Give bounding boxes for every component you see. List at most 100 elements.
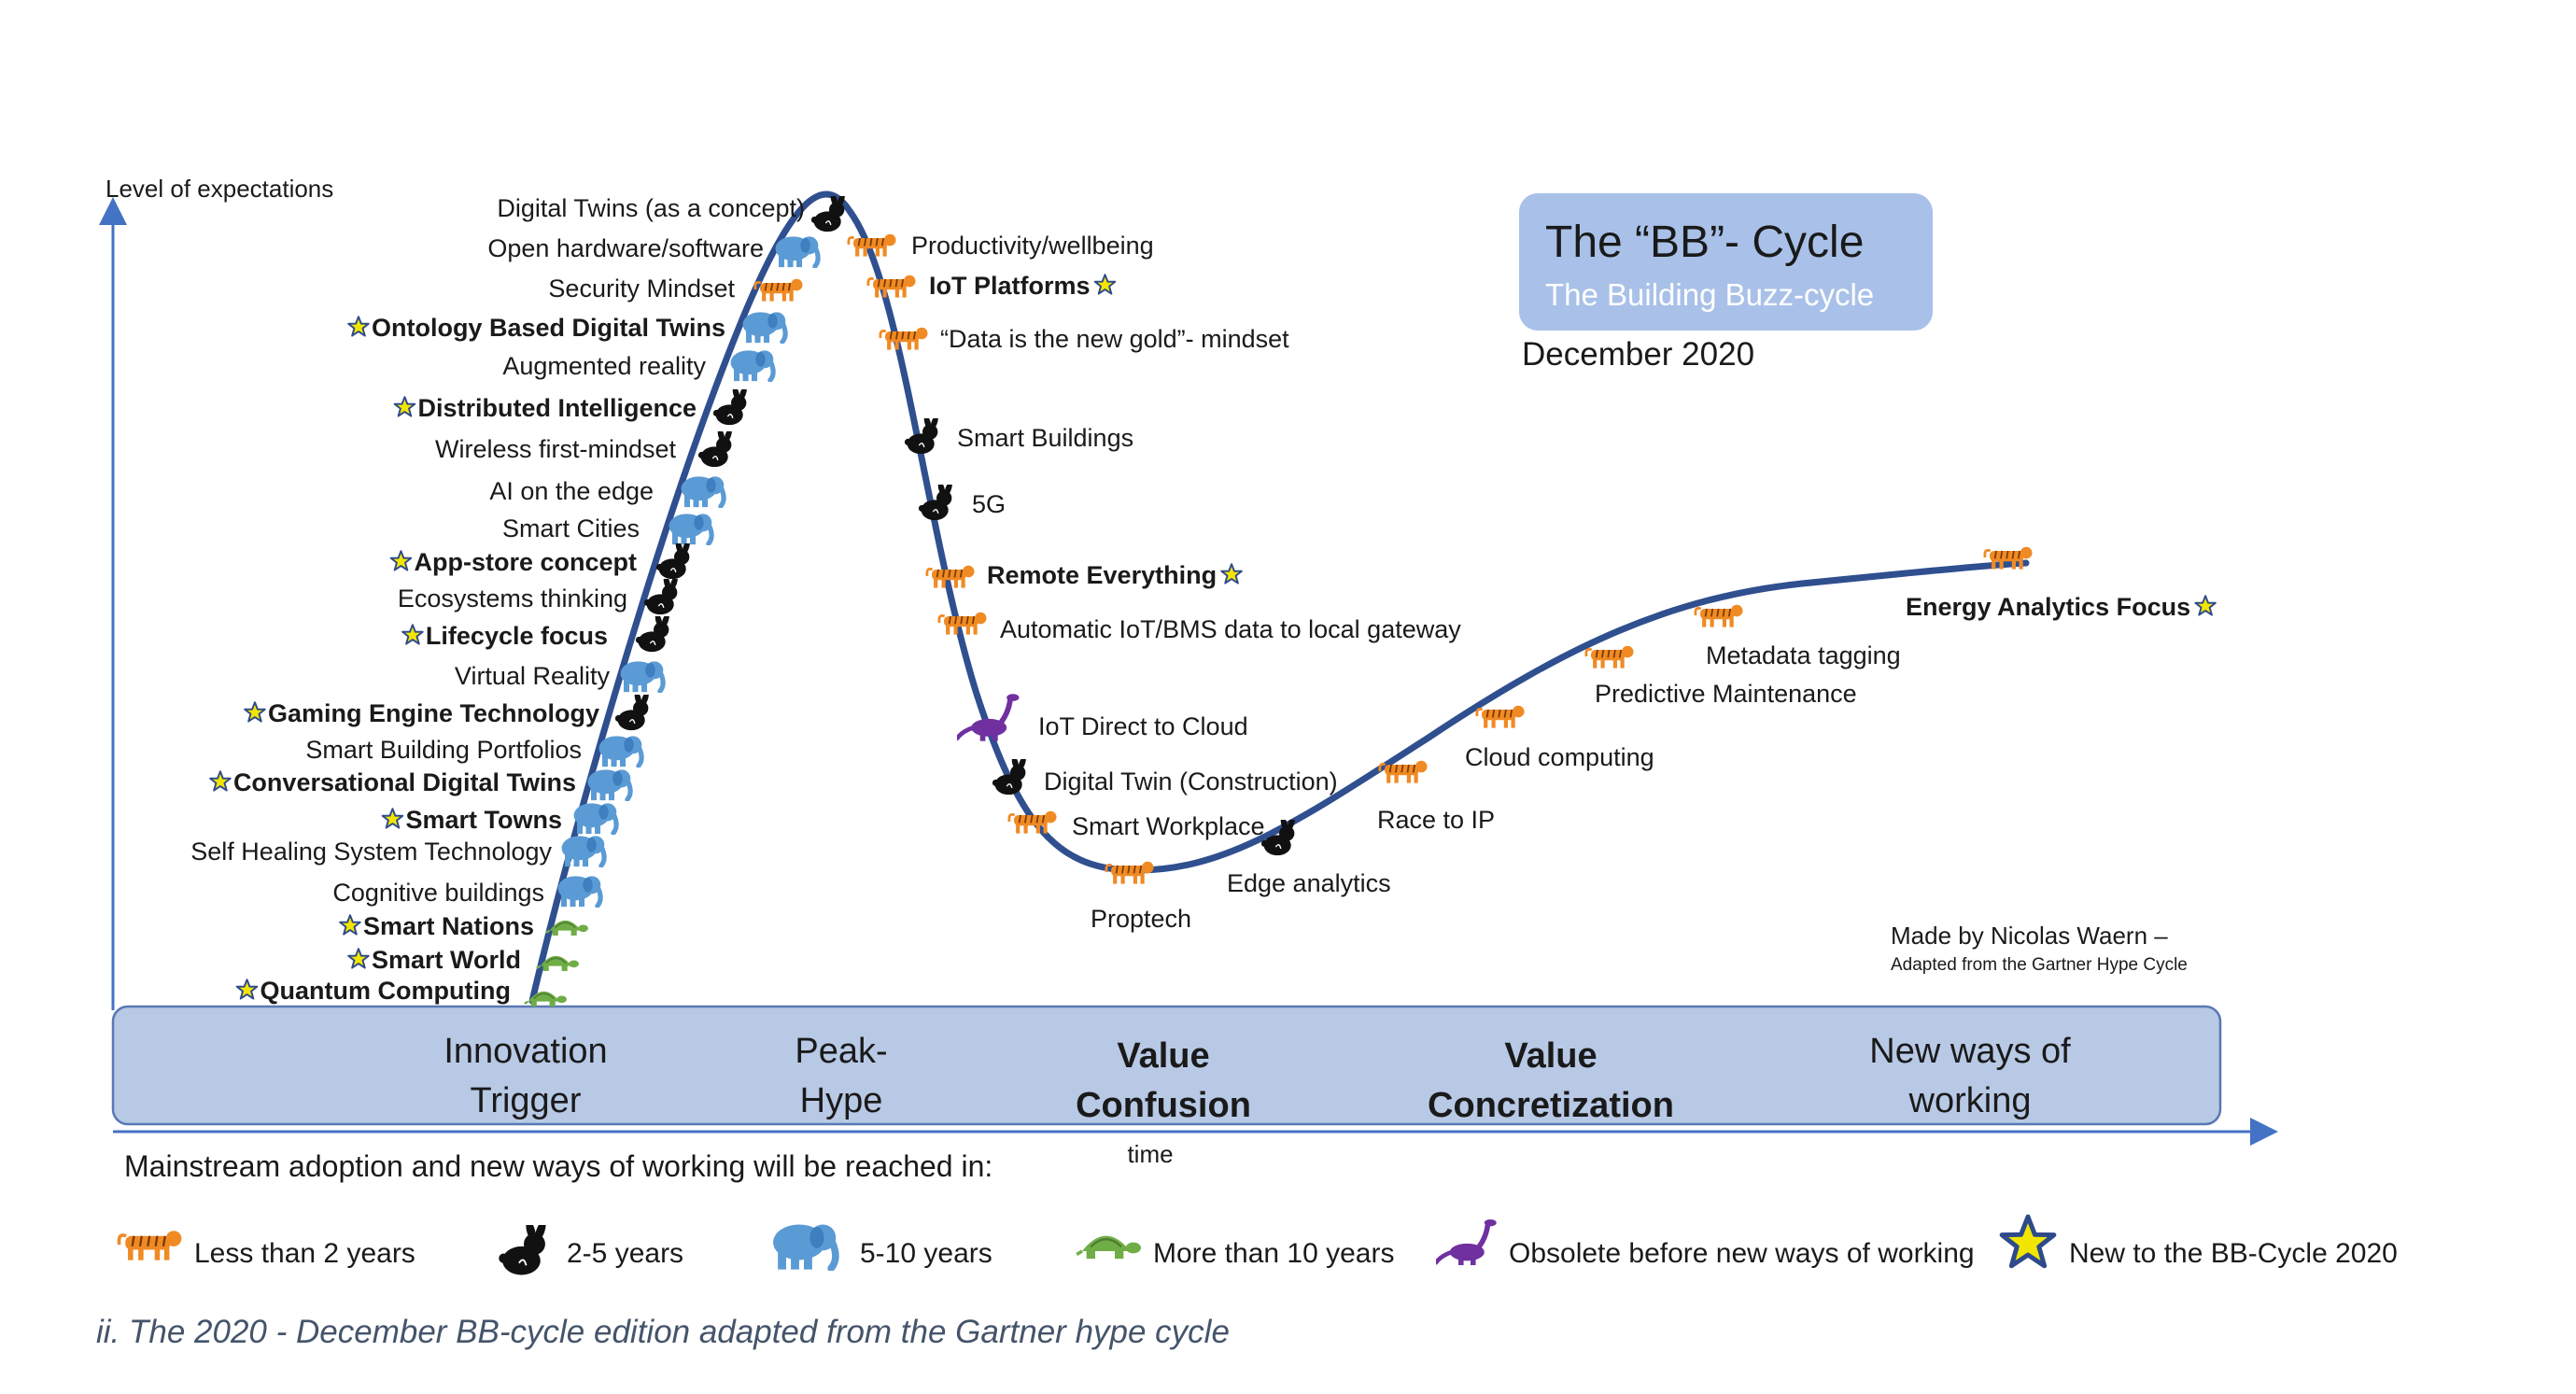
star-icon xyxy=(1093,274,1117,295)
star-icon xyxy=(381,808,404,829)
hype-item: Productivity/wellbeing xyxy=(847,232,1154,260)
hype-item: Smart Buildings xyxy=(904,418,1133,455)
legend-intro: Mainstream adoption and new ways of work… xyxy=(124,1149,992,1183)
rabbit-icon xyxy=(918,485,955,521)
rabbit-icon xyxy=(904,418,941,455)
rabbit-icon xyxy=(498,1225,549,1276)
elephant-icon xyxy=(776,236,819,267)
item-label: Proptech xyxy=(1091,905,1191,933)
legend-label: Obsolete before new ways of working xyxy=(1509,1238,1975,1269)
item-label: Security Mindset xyxy=(548,275,735,303)
hype-item: Virtual Reality xyxy=(455,661,663,692)
star-icon xyxy=(244,701,266,723)
legend-entry: New to the BB-Cycle 2020 xyxy=(2002,1217,2398,1269)
legend-label: More than 10 years xyxy=(1153,1238,1394,1269)
hype-item: Remote Everything xyxy=(925,561,1243,590)
star-icon xyxy=(393,396,416,417)
item-label: Remote Everything xyxy=(987,561,1217,589)
hype-item: “Data is the new gold”- mindset xyxy=(879,325,1289,353)
hype-item: Smart Towns xyxy=(381,803,617,834)
hype-item: Metadata tagging xyxy=(1694,603,1901,669)
hype-item: Smart Building Portfolios xyxy=(305,736,641,767)
elephant-icon xyxy=(682,476,725,507)
dinosaur-icon xyxy=(957,694,1020,740)
hype-item: Quantum Computing xyxy=(235,977,567,1008)
dinosaur-icon xyxy=(1436,1219,1497,1265)
star-icon xyxy=(389,550,413,571)
item-label: Lifecycle focus xyxy=(426,622,608,650)
rabbit-icon xyxy=(712,389,750,426)
chart-title: The “BB”- Cycle xyxy=(1545,218,1864,267)
item-label: IoT Direct to Cloud xyxy=(1038,712,1248,740)
hype-item: Open hardware/software xyxy=(487,234,818,267)
hype-item: Augmented reality xyxy=(502,350,773,381)
tiger-icon xyxy=(1105,860,1155,886)
item-label: Productivity/wellbeing xyxy=(911,232,1154,260)
legend-label: New to the BB-Cycle 2020 xyxy=(2069,1238,2398,1269)
item-label: Cloud computing xyxy=(1465,743,1654,771)
tiger-icon xyxy=(1694,603,1744,629)
elephant-icon xyxy=(669,514,712,544)
item-label: Smart Building Portfolios xyxy=(305,736,582,764)
tiger-icon xyxy=(753,277,804,303)
hype-item: Race to IP xyxy=(1377,759,1495,834)
star-icon xyxy=(347,316,370,337)
elephant-icon xyxy=(574,803,617,834)
tiger-icon xyxy=(879,326,929,352)
hype-item: Ontology Based Digital Twins xyxy=(347,312,786,343)
rabbit-icon xyxy=(697,431,735,468)
item-label: Metadata tagging xyxy=(1706,641,1901,669)
hype-item: Smart Cities xyxy=(502,514,711,544)
item-label: Smart Towns xyxy=(405,806,562,834)
elephant-icon xyxy=(558,876,601,907)
item-label: Smart Nations xyxy=(363,912,534,940)
item-label: Race to IP xyxy=(1377,806,1495,834)
hype-item: Proptech xyxy=(1091,860,1191,933)
item-label: Smart Buildings xyxy=(957,424,1133,452)
item-label: Automatic IoT/BMS data to local gateway xyxy=(1000,615,1461,643)
hype-item: Wireless first-mindset xyxy=(435,431,735,468)
hype-item: Security Mindset xyxy=(548,275,804,303)
item-label: Augmented reality xyxy=(502,352,706,380)
hype-item: Ecosystems thinking xyxy=(398,579,681,615)
hype-item: Conversational Digital Twins xyxy=(209,768,631,800)
star-icon xyxy=(235,979,259,1000)
hype-item: Energy Analytics Focus xyxy=(1906,545,2217,621)
star-icon xyxy=(401,624,424,645)
hype-item: Cloud computing xyxy=(1465,704,1654,771)
elephant-icon xyxy=(599,736,642,767)
star-icon xyxy=(209,770,232,792)
elephant-icon xyxy=(743,312,786,343)
phase-label: Peak-Hype xyxy=(795,1032,887,1120)
item-label: Quantum Computing xyxy=(260,977,511,1005)
elephant-icon xyxy=(731,350,774,381)
item-label: Digital Twin (Construction) xyxy=(1044,767,1338,796)
hype-item: Self Healing System Technology xyxy=(190,836,604,866)
item-label: App-store concept xyxy=(414,548,637,576)
hype-curve xyxy=(528,190,2030,1005)
elephant-icon xyxy=(588,769,631,800)
legend-entry: 5-10 years xyxy=(773,1224,992,1269)
hype-item: 5G xyxy=(918,485,1006,521)
star-icon xyxy=(2194,595,2217,616)
item-label: Digital Twins (as a concept) xyxy=(497,194,805,222)
rabbit-icon xyxy=(992,759,1029,796)
hype-item: Lifecycle focus xyxy=(401,616,672,653)
elephant-icon xyxy=(562,836,605,866)
hype-item: AI on the edge xyxy=(489,476,724,507)
legend-label: 2-5 years xyxy=(567,1238,683,1269)
rabbit-icon xyxy=(614,695,652,731)
item-label: 5G xyxy=(972,490,1006,518)
hype-item: Gaming Engine Technology xyxy=(244,695,652,731)
item-label: Ontology Based Digital Twins xyxy=(372,314,725,342)
item-label: Smart Workplace xyxy=(1072,812,1265,840)
item-label: “Data is the new gold”- mindset xyxy=(940,325,1289,353)
item-label: Open hardware/software xyxy=(487,234,764,262)
hype-item: Smart World xyxy=(347,946,579,974)
hype-item: Smart Workplace xyxy=(1007,810,1265,840)
hype-item: Digital Twin (Construction) xyxy=(992,759,1338,796)
tiger-icon xyxy=(1584,644,1635,670)
legend-entry: 2-5 years xyxy=(498,1225,683,1276)
